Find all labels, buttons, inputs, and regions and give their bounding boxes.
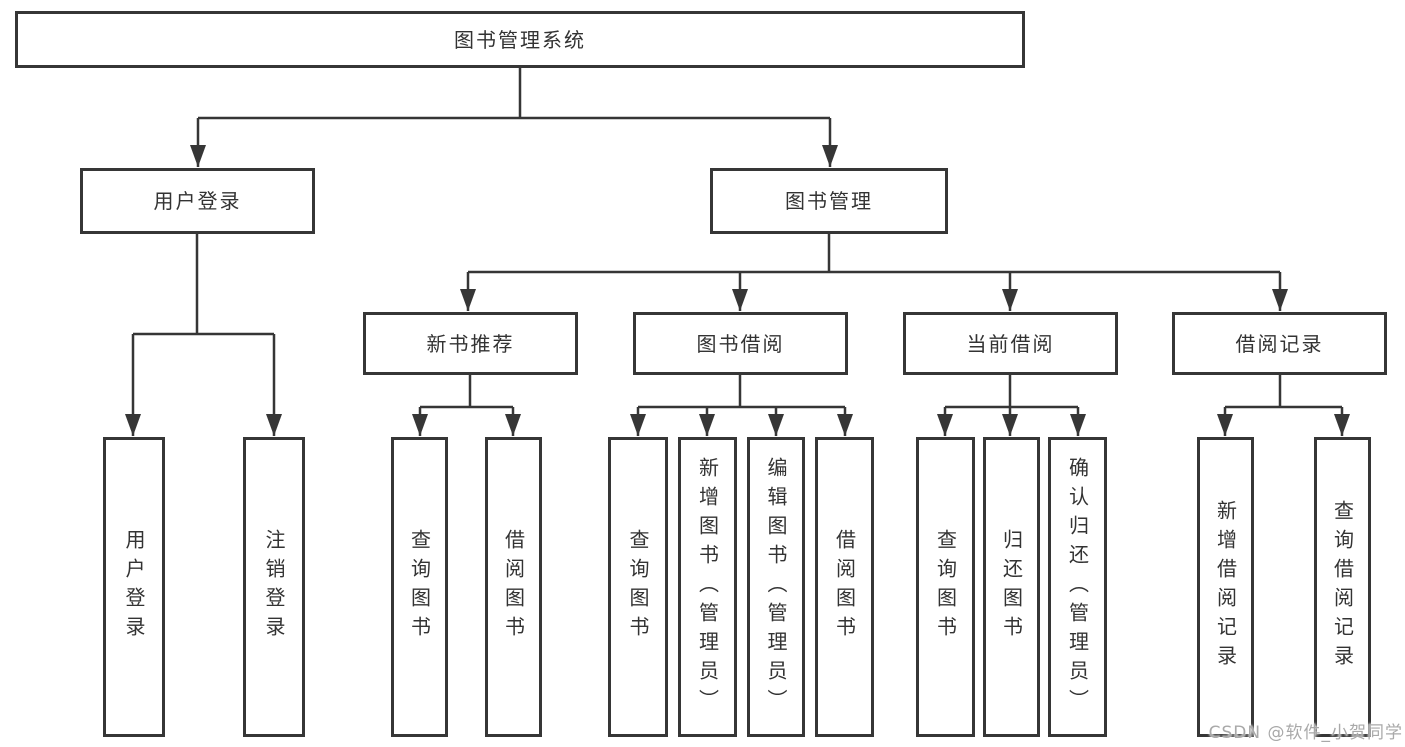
leaf-borrowing-edit-books-admin: 编辑图书（管理员） bbox=[747, 437, 805, 737]
csdn-watermark: CSDN @软件_小贺同学 bbox=[1208, 723, 1403, 743]
leaf-records-add-borrow-record: 新增借阅记录 bbox=[1197, 437, 1254, 737]
leaf-borrowing-add-books-admin: 新增图书（管理员） bbox=[678, 437, 737, 737]
leaf-logout: 注销登录 bbox=[243, 437, 305, 737]
leaf-current-confirm-return-admin: 确认归还（管理员） bbox=[1048, 437, 1107, 737]
leaf-borrowing-query-books: 查询图书 bbox=[608, 437, 668, 737]
leaf-current-return-books: 归还图书 bbox=[983, 437, 1040, 737]
leaf-records-query-borrow-record: 查询借阅记录 bbox=[1314, 437, 1371, 737]
node-book-management: 图书管理 bbox=[710, 168, 948, 234]
leaf-current-query-books: 查询图书 bbox=[916, 437, 975, 737]
node-borrow-records: 借阅记录 bbox=[1172, 312, 1387, 375]
leaf-user-login: 用户登录 bbox=[103, 437, 165, 737]
leaf-recommend-query-books: 查询图书 bbox=[391, 437, 448, 737]
node-new-book-recommend: 新书推荐 bbox=[363, 312, 578, 375]
leaf-recommend-borrow-books: 借阅图书 bbox=[485, 437, 542, 737]
node-user-login: 用户登录 bbox=[80, 168, 315, 234]
node-current-borrowing: 当前借阅 bbox=[903, 312, 1118, 375]
node-root-system: 图书管理系统 bbox=[15, 11, 1025, 68]
node-book-borrowing: 图书借阅 bbox=[633, 312, 848, 375]
leaf-borrowing-borrow-books: 借阅图书 bbox=[815, 437, 874, 737]
